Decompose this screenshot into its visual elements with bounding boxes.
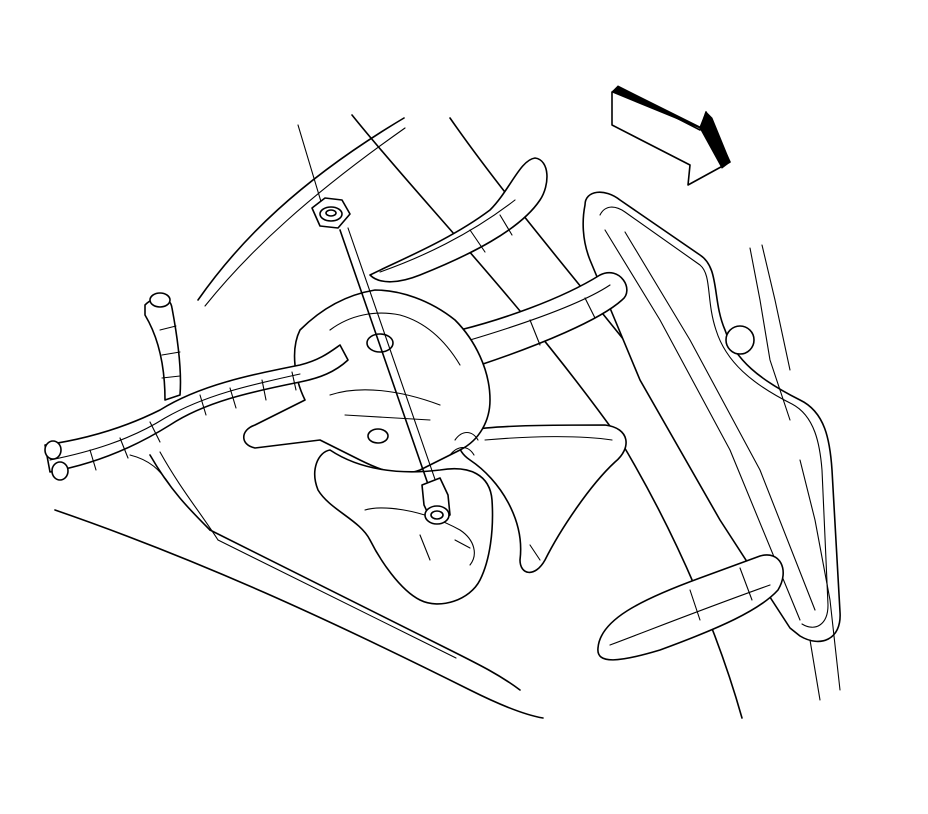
bracket-arm-lower (457, 424, 627, 574)
bracket-arm-right (455, 272, 628, 367)
mounting-stud (297, 124, 451, 525)
upper-arm (369, 157, 548, 283)
lower-stud-nut (421, 477, 451, 525)
frame-rail (582, 191, 841, 701)
direction-arrow-icon (611, 85, 731, 186)
crossmember-support (597, 554, 784, 661)
lower-bracket (314, 449, 494, 605)
upper-hex-nut (311, 197, 351, 229)
mounting-bracket (242, 289, 491, 474)
wiring-harness (44, 292, 349, 486)
